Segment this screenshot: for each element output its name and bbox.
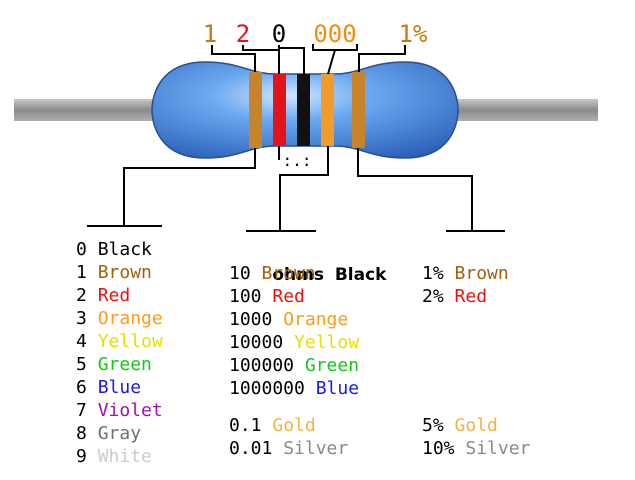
multiplier-fraction-row-color-name: Gold [272, 415, 316, 436]
multiplier-row: 1000 Orange [229, 308, 359, 331]
multiplier-row-value: 100 [229, 286, 262, 307]
digit-row-color-name: Gray [97, 423, 142, 444]
multiplier-fraction-row: 0.01 Silver [229, 437, 348, 460]
multiplier-row-value: 1000 [229, 309, 273, 330]
digit-row-value: 5 [76, 354, 87, 375]
digit-row: 1 Brown [76, 261, 163, 284]
multiplier-row-color-name: Red [272, 286, 305, 307]
multiplier-fraction-row-value: 0.1 [229, 415, 262, 436]
tolerance-row-color-name: Red [454, 286, 488, 307]
multiplier-row-color-name: Green [304, 355, 360, 376]
digit-row-value: 7 [76, 400, 87, 421]
multiplier-fraction-row-value: 0.01 [229, 438, 273, 459]
digit-row-value: 2 [76, 285, 87, 306]
band-5 [352, 72, 365, 148]
multiplier-row-color-name: Brown [261, 263, 316, 284]
multiplier-row: 100000 Green [229, 354, 359, 377]
tolerance-fraction-row-value: 10% [422, 438, 455, 459]
digit-row-color-name: Yellow [97, 331, 163, 352]
digit-row: 2 Red [76, 284, 163, 307]
multiplier-row: 10 Brown [229, 262, 359, 285]
digit-row-color-name: Orange [97, 308, 163, 329]
top-multiplier-label: 000 [313, 20, 356, 48]
tolerance-fraction-row: 5% Gold [422, 414, 530, 437]
digit-row-color-name: Black [97, 239, 152, 260]
multiplier-row: 10000 Yellow [229, 331, 359, 354]
digit-row-value: 8 [76, 423, 87, 444]
digit-row-value: 3 [76, 308, 87, 329]
ohms-black-label: Black [334, 265, 387, 285]
bottom-leader-lines [87, 146, 505, 232]
tolerance-fraction-row-color-name: Gold [454, 415, 498, 436]
dots-label: :.: [283, 151, 312, 170]
digit-row: 5 Green [76, 353, 163, 376]
top-leader-lines [211, 44, 406, 75]
top-digit-1: 1 [203, 20, 217, 48]
digit-row-color-name: Green [97, 354, 152, 375]
digit-row-value: 6 [76, 377, 87, 398]
digit-row-value: 0 [76, 239, 87, 260]
digit-row-color-name: Blue [97, 377, 142, 398]
digit-row: 6 Blue [76, 376, 163, 399]
ohms-label: ohms [272, 265, 324, 285]
multiplier-row-color-name: Orange [283, 309, 349, 330]
digit-row: 7 Violet [76, 399, 163, 422]
tolerance-row-value: 2% [422, 286, 444, 307]
multiplier-fraction-row-color-name: Silver [283, 438, 349, 459]
digit-row-color-name: Red [97, 285, 131, 306]
multiplier-row-value: 1000000 [229, 378, 305, 399]
top-digit-2: 2 [236, 20, 250, 48]
band-3 [297, 74, 310, 146]
band-1 [249, 72, 262, 148]
multiplier-row-color-name: Blue [315, 378, 360, 399]
tolerance-row: 1% Brown [422, 262, 509, 285]
multiplier-row: 1000000 Blue [229, 377, 359, 400]
tolerance-row-value: 1% [422, 263, 444, 284]
tolerance-row: 2% Red [422, 285, 509, 308]
digit-row: 8 Gray [76, 422, 163, 445]
left-lead [14, 99, 174, 121]
digit-row-value: 1 [76, 262, 87, 283]
digit-row-value: 4 [76, 331, 87, 352]
digit-row: 9 White [76, 445, 163, 468]
top-digit-3: 0 [272, 20, 286, 48]
multiplier-row-color-name: Yellow [294, 332, 360, 353]
digit-row-color-name: Brown [97, 262, 152, 283]
multiplier-fraction-row: 0.1 Gold [229, 414, 348, 437]
digit-row: 4 Yellow [76, 330, 163, 353]
multiplier-row: 100 Red [229, 285, 359, 308]
right-lead [430, 99, 598, 121]
tolerance-fraction-row: 10% Silver [422, 437, 530, 460]
band-2 [273, 74, 286, 146]
multiplier-row-value: 10000 [229, 332, 284, 353]
tolerance-fraction-row-value: 5% [422, 415, 444, 436]
tolerance-fraction-row-color-name: Silver [465, 438, 531, 459]
multiplier-row-value: 100000 [229, 355, 295, 376]
multiplier-row-value: 10 [229, 263, 251, 284]
multiplier-header: ohms Black [229, 240, 386, 310]
digit-row: 0 Black [76, 238, 163, 261]
digit-row-color-name: Violet [97, 400, 163, 421]
digit-row-color-name: White [97, 446, 152, 467]
tolerance-row-color-name: Brown [454, 263, 509, 284]
band-4 [321, 74, 334, 146]
top-tolerance-label: 1% [399, 20, 428, 48]
digit-row: 3 Orange [76, 307, 163, 330]
digit-row-value: 9 [76, 446, 87, 467]
